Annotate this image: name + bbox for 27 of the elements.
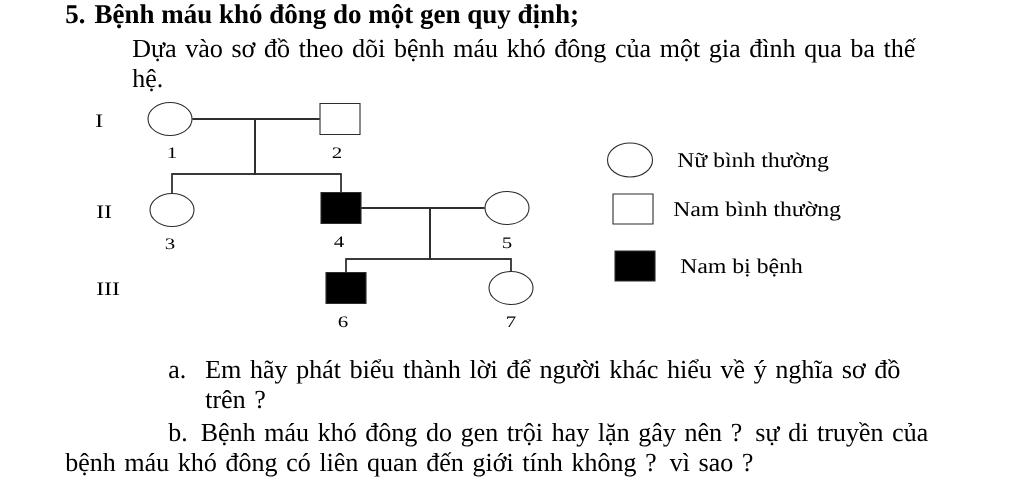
legend-label: Nữ bình thường — [677, 152, 829, 172]
title: 5. Bệnh máu khó đông do một gen quy định; — [66, 3, 577, 29]
question-text: b. Bệnh máu khó đông do gen trội hay lặn gây nên ? sự di truyền của bệnh máu khó đông có liên quan đến giới tính không ? vì sao ? — [65, 422, 928, 477]
pedigree-line — [429, 207, 512, 272]
question-text: Em hãy phát biểu thành lời để người khác hiểu về ý nghĩa sơ đồ trên ? — [205, 359, 900, 409]
circle-symbol — [488, 270, 534, 306]
individual-number: 4 — [334, 236, 344, 247]
filled-square-symbol — [320, 191, 362, 225]
individual-number: 5 — [503, 237, 512, 249]
filled-square-symbol — [325, 271, 367, 305]
individual-number: 7 — [507, 316, 516, 327]
list-marker: a. — [169, 365, 185, 379]
square-symbol — [319, 102, 361, 136]
generation-numeral: III — [97, 282, 120, 295]
individual-number: 3 — [165, 238, 175, 250]
circle-symbol — [147, 101, 193, 137]
intro-text: Dựa vào sơ đồ theo dõi bệnh máu khó đông của một gia đình qua ba thế hệ. — [132, 38, 916, 92]
circle-symbol — [149, 192, 195, 228]
individual-number: 1 — [168, 147, 176, 158]
individual-number: 6 — [338, 316, 348, 328]
generation-numeral: II — [97, 205, 112, 218]
individual-number: 2 — [332, 147, 342, 158]
legend-label: Nam bình thường — [673, 201, 841, 221]
generation-numeral: I — [96, 114, 103, 127]
pedigree-line — [254, 118, 342, 193]
legend-label: Nam bị bệnh — [680, 258, 803, 277]
circle-symbol — [484, 190, 530, 226]
